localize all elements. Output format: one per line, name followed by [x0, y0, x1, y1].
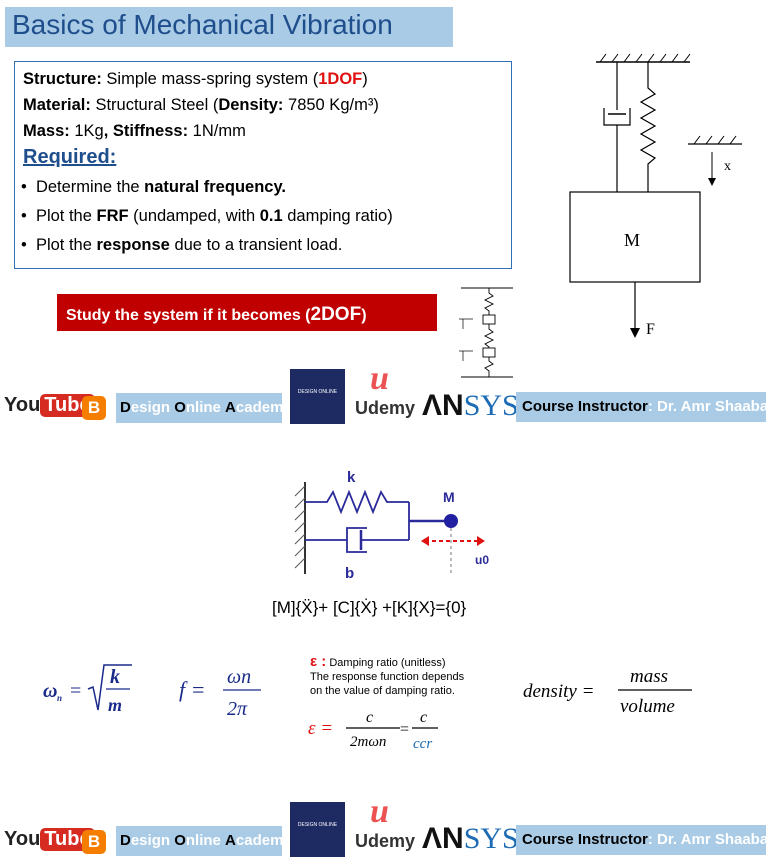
structure-line: Structure: Simple mass-spring system (1D…: [23, 70, 368, 88]
bullet-frf: • Plot the FRF (undamped, with 0.1 dampi…: [21, 207, 393, 225]
natural-frequency-formula: ω n = k m: [40, 655, 150, 730]
mass-line: Mass: 1Kg, Stiffness: 1N/mm: [23, 122, 246, 140]
svg-text:ε =: ε =: [308, 718, 333, 739]
u0-label: u0: [475, 553, 489, 567]
book-cover-icon: DESIGN ONLINE: [290, 369, 345, 424]
instructor-box-bottom: [516, 825, 766, 855]
ansys-logo-bottom[interactable]: ΛNSYS: [422, 822, 519, 855]
instructor-box: [516, 392, 766, 422]
problem-box: Structure: Simple mass-spring system (1D…: [14, 61, 512, 269]
book-cover-icon-bottom: DESIGN ONLINE: [290, 802, 345, 857]
displacement-label: x: [724, 159, 731, 174]
svg-text:=: =: [70, 680, 81, 702]
svg-text:f =: f =: [179, 677, 205, 702]
equation-of-motion: [M]{Ẍ}+ [C]{Ẋ} +[K]{X}={0}: [272, 598, 467, 617]
svg-text:c: c: [366, 709, 373, 726]
ansys-logo[interactable]: ΛNSYS: [422, 389, 519, 422]
svg-text:n: n: [57, 693, 62, 703]
svg-text:k: k: [110, 666, 120, 688]
page-title: Basics of Mechanical Vibration: [12, 9, 393, 40]
svg-text:=: =: [400, 721, 409, 738]
sdof-vertical-diagram: M x F: [569, 53, 742, 338]
svg-text:2mωn: 2mωn: [350, 734, 386, 750]
title-bar: [5, 7, 453, 47]
sdof-horizontal-diagram: k b M u0: [294, 469, 489, 582]
blogger-icon[interactable]: B: [82, 396, 106, 420]
blogger-icon-bottom[interactable]: B: [82, 830, 106, 854]
svg-text:c: c: [420, 709, 427, 726]
academy-box-bottom: [116, 826, 282, 856]
academy-box: [116, 393, 282, 423]
damper-b-label: b: [345, 565, 354, 582]
spring-k-label: k: [347, 469, 356, 486]
svg-text:ω: ω: [43, 680, 57, 702]
damping-ratio-note: ε : Damping ratio (unitless) The respons…: [310, 653, 465, 697]
study-text: Study the system if it becomes (2DOF): [66, 304, 367, 325]
material-line: Material: Structural Steel (Density: 785…: [23, 96, 379, 114]
academy-name[interactable]: Design Online Academy: [120, 399, 292, 416]
mass-m-label: M: [443, 489, 455, 505]
instructor-credit: Course Instructor: Dr. Amr Shaaban: [522, 398, 768, 415]
study-banner: [57, 294, 437, 331]
udemy-logo-bottom[interactable]: Udemy: [355, 831, 416, 851]
svg-text:density =: density =: [523, 681, 594, 702]
bullet-natural-frequency: • Determine the natural frequency.: [21, 178, 286, 196]
mass-label: M: [624, 230, 640, 250]
svg-text:2π: 2π: [227, 698, 248, 720]
svg-text:mass: mass: [630, 666, 668, 687]
damping-ratio-formula: ε = c 2mωn = c ccr: [306, 706, 446, 759]
svg-text:ccr: ccr: [413, 736, 432, 752]
instructor-credit-bottom: Course Instructor: Dr. Amr Shaaban: [522, 831, 768, 848]
required-heading: Required:: [23, 146, 117, 168]
udemy-u-icon-bottom: u: [370, 793, 389, 830]
force-label: F: [646, 321, 655, 338]
svg-text:m: m: [108, 695, 122, 715]
frequency-formula: f = ωn 2π: [175, 655, 275, 730]
svg-text:volume: volume: [620, 696, 675, 717]
udemy-logo[interactable]: Udemy: [355, 398, 416, 418]
density-formula: density = mass volume: [520, 662, 710, 727]
udemy-u-icon: u: [370, 360, 389, 397]
svg-text:ωn: ωn: [227, 666, 251, 688]
bullet-response: • Plot the response due to a transient l…: [21, 236, 343, 254]
academy-name-bottom[interactable]: Design Online Academy: [120, 832, 292, 849]
two-dof-diagram: [459, 287, 513, 378]
